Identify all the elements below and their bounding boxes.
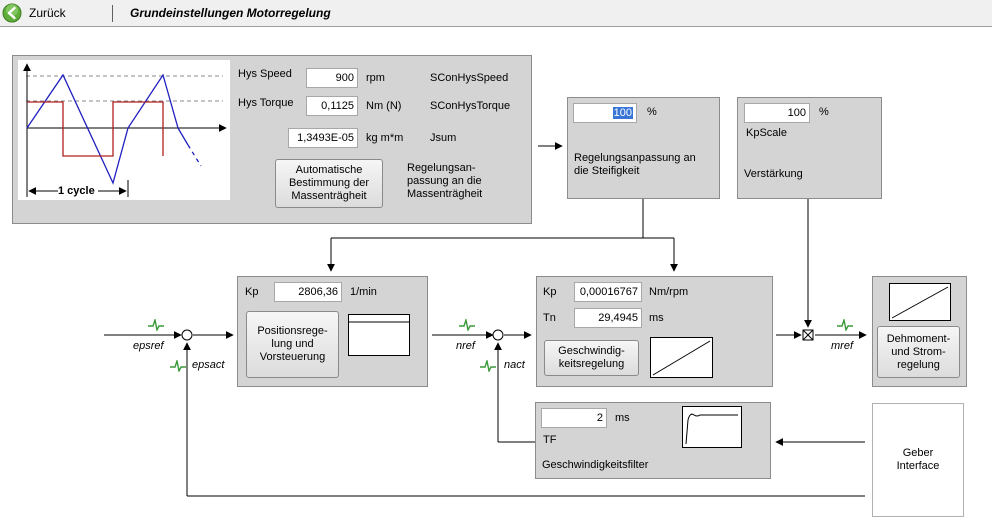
toolbar-separator <box>112 5 113 22</box>
gain-text: Verstärkung <box>744 168 803 180</box>
speed-kp-unit: Nm/rpm <box>649 286 689 298</box>
stiffness-text: Regelungsanpassung an die Steifigkeit <box>574 152 696 177</box>
hys-torque-param: SConHysTorque <box>430 100 511 112</box>
hysteresis-waveform <box>18 60 230 200</box>
speed-kp-input[interactable]: 0,00016767 <box>574 282 642 302</box>
speed-tn-input[interactable]: 29,4945 <box>574 308 642 328</box>
speed-filter-text: Geschwindigkeitsfilter <box>542 459 649 471</box>
epsref-label: epsref <box>133 340 164 352</box>
epsref-probe-icon[interactable] <box>148 319 164 331</box>
torque-control-graph <box>889 283 951 321</box>
auto-inertia-button[interactable]: Automatische Bestimmung der Massenträghe… <box>275 159 383 208</box>
gain-unit: % <box>819 106 829 118</box>
position-control-button[interactable]: Positionsrege-lung und Vorsteuerung <box>246 311 339 378</box>
multiplier-junction <box>803 330 813 340</box>
page-title: Grundeinstellungen Motorregelung <box>130 6 331 20</box>
speed-kp-label: Kp <box>543 286 557 298</box>
hys-torque-unit: Nm (N) <box>366 100 402 112</box>
nref-probe-icon[interactable] <box>459 319 475 331</box>
back-arrow-icon <box>2 3 22 23</box>
torque-current-control-button[interactable]: Dehmoment-und Strom-regelung <box>877 326 960 378</box>
hys-speed-label: Hys Speed <box>238 68 292 80</box>
position-kp-label: Kp <box>245 286 259 298</box>
inertia-unit: kg m*m <box>366 132 404 144</box>
nref-label: nref <box>456 340 475 352</box>
filter-tf-input[interactable]: 2 <box>541 408 607 428</box>
gain-input[interactable]: 100 <box>744 103 810 123</box>
position-kp-unit: 1/min <box>350 286 377 298</box>
stiffness-unit: % <box>647 106 657 118</box>
hys-speed-unit: rpm <box>366 72 385 84</box>
back-label: Zurück <box>29 6 66 20</box>
filter-tf-unit: ms <box>615 412 630 424</box>
hys-speed-input[interactable]: 900 <box>306 68 358 88</box>
nact-label: nact <box>504 359 525 371</box>
filter-tf-label: TF <box>543 434 557 446</box>
speed-tn-unit: ms <box>649 312 664 324</box>
position-kp-input[interactable]: 2806,36 <box>274 282 342 302</box>
inertia-param: Jsum <box>430 132 457 144</box>
inertia-adaptation-text: Regelungsan-passung an die Massenträghei… <box>407 162 483 200</box>
toolbar <box>0 0 992 27</box>
speed-control-button[interactable]: Geschwindig-keitsregelung <box>544 340 639 376</box>
filter-step-response-graph <box>682 406 742 448</box>
encoder-interface-label: Geber Interface <box>896 447 940 472</box>
nact-probe-icon[interactable] <box>480 360 496 372</box>
mref-label: mref <box>831 340 853 352</box>
speed-control-graph <box>650 337 713 378</box>
stiffness-value: 100 <box>612 107 633 119</box>
stiffness-input[interactable]: 100 <box>573 103 637 123</box>
cycle-label: 1 cycle <box>58 185 95 197</box>
epsact-label: epsact <box>192 359 225 371</box>
hys-speed-param: SConHysSpeed <box>430 72 509 84</box>
hys-torque-label: Hys Torque <box>238 97 294 109</box>
summing-junction-speed <box>492 329 504 341</box>
mref-probe-icon[interactable] <box>837 319 853 331</box>
gain-name: KpScale <box>746 127 787 139</box>
position-control-graph <box>348 314 410 356</box>
epsact-probe-icon[interactable] <box>170 360 186 372</box>
back-button[interactable]: Zurück <box>2 2 66 24</box>
inertia-input[interactable]: 1,3493E-05 <box>288 128 358 148</box>
hys-torque-input[interactable]: 0,1125 <box>306 96 358 116</box>
encoder-interface-box[interactable]: Geber Interface <box>872 403 964 517</box>
speed-tn-label: Tn <box>543 312 556 324</box>
summing-junction-position <box>181 329 193 341</box>
